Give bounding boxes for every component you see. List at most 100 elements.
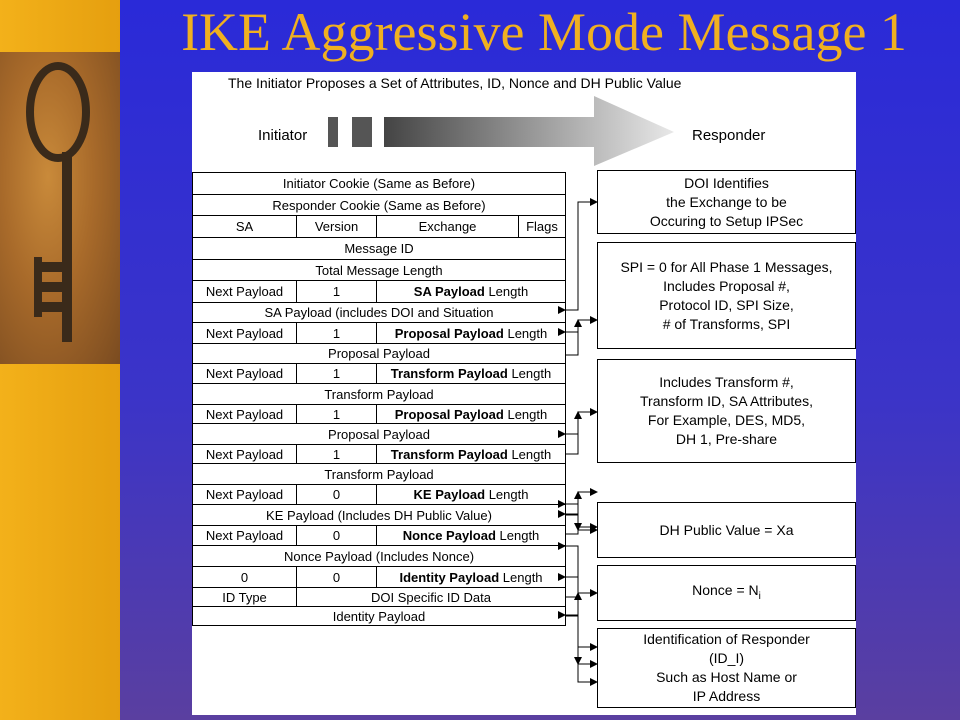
cell-text: Length: [495, 528, 540, 543]
cell-text: 1: [332, 446, 341, 462]
box-line: Includes Transform #,: [659, 374, 794, 390]
connector-arrow: [565, 592, 582, 617]
box-line: Such as Host Name or: [656, 669, 797, 685]
table-cell: Responder Cookie (Same as Before): [192, 194, 566, 216]
cell-text: Proposal Payload: [328, 346, 430, 361]
initiator-label: Initiator: [258, 127, 308, 144]
cell-text: Responder Cookie (Same as Before): [272, 197, 486, 213]
box-line: DOI Identifies: [684, 174, 769, 191]
connector-arrow: [565, 513, 598, 531]
box-line: Includes Proposal #,: [663, 277, 790, 294]
cell-text: Length: [499, 569, 543, 585]
cell-bold-label: Transform Payload: [390, 366, 508, 381]
cell-bold-label: Proposal Payload: [394, 325, 504, 341]
cell-text: Next Payload: [205, 406, 284, 422]
cell-text: DOI Specific ID Data: [371, 589, 491, 605]
cell-text: Length: [503, 325, 548, 341]
cell-text: Initiator Cookie (Same as Before): [282, 176, 476, 191]
connector-arrow: [565, 319, 582, 356]
cell-text: Transform Payload: [324, 386, 434, 402]
cell-text: Length: [507, 366, 552, 381]
cell-text: Flags: [526, 219, 558, 234]
table-cell: Next Payload: [192, 363, 297, 384]
arrow-body: [384, 96, 674, 166]
table-cell: Nonce Payload Length: [376, 525, 566, 546]
table-cell: Message ID: [192, 237, 566, 260]
connector-arrow: [558, 542, 598, 597]
box-line: # of Transforms, SPI: [662, 315, 791, 332]
table-cell: ID Type: [192, 587, 297, 607]
cell-text: 0: [240, 569, 249, 585]
table-cell: Transform Payload Length: [376, 444, 566, 464]
cell-text: SA: [235, 219, 254, 234]
cell-text: Next Payload: [205, 446, 284, 462]
cell-text: 0: [332, 487, 341, 502]
direction-arrow: [328, 96, 674, 166]
table-cell: Next Payload: [192, 322, 297, 344]
table-cell: Proposal Payload Length: [376, 404, 566, 424]
cell-text: Next Payload: [205, 366, 284, 381]
table-cell: Next Payload: [192, 484, 297, 505]
cell-text: Length: [503, 406, 548, 422]
box-line: SPI = 0 for All Phase 1 Messages,: [620, 258, 833, 275]
cell-bold-label: Proposal Payload: [394, 406, 504, 422]
cell-text: 1: [332, 366, 341, 381]
connector-arrow: [558, 611, 598, 686]
cell-bold-label: KE Payload: [413, 487, 486, 502]
table-cell: SA Payload Length: [376, 280, 566, 303]
caption: The Initiator Proposes a Set of Attribut…: [228, 75, 682, 91]
cell-text: Length: [507, 446, 552, 462]
cell-text: Identity Payload: [332, 608, 426, 624]
cell-bold-label: Transform Payload: [390, 446, 508, 462]
table-cell: Next Payload: [192, 404, 297, 424]
cell-bold-label: SA Payload: [413, 284, 485, 299]
cell-text: Proposal Payload: [328, 426, 430, 442]
cell-bold-label: Identity Payload: [399, 569, 500, 585]
box-line: the Exchange to be: [666, 193, 787, 210]
box-line: For Example, DES, MD5,: [647, 412, 806, 428]
table-cell: Transform Payload: [192, 463, 566, 485]
connector-arrows: [558, 198, 598, 686]
diagram-panel: The Initiator Proposes a Set of Attribut…: [192, 72, 856, 715]
connector-arrow: [558, 316, 598, 336]
table-cell: KE Payload (Includes DH Public Value): [192, 504, 566, 526]
connector-arrow: [565, 596, 582, 665]
cell-text: Next Payload: [205, 487, 284, 502]
cell-text: Next Payload: [205, 284, 284, 299]
explanation-box: Includes Transform #, Transform ID, SA At…: [597, 359, 856, 463]
connector-arrow: [565, 491, 582, 535]
cell-text: ID Type: [222, 589, 267, 605]
cell-text: 1: [332, 325, 341, 341]
explanation-box: DH Public Value = Xa: [597, 502, 856, 558]
table-cell: Transform Payload Length: [376, 363, 566, 384]
cell-text: Total Message Length: [315, 262, 443, 278]
connector-arrow: [558, 488, 598, 518]
box-line: Occuring to Setup IPSec: [649, 212, 804, 229]
cell-text: Version: [314, 219, 359, 234]
cell-text: Transform Payload: [324, 466, 434, 482]
key-photo: [0, 52, 120, 364]
connector-arrow: [558, 500, 598, 534]
cell-text: 0: [332, 528, 341, 543]
cell-text: KE Payload (Includes DH Public Value): [266, 507, 492, 523]
slide-title: IKE Aggressive Mode Message 1: [181, 2, 907, 62]
explanation-box: SPI = 0 for All Phase 1 Messages, Include…: [597, 242, 856, 349]
connector-arrow: [565, 614, 598, 651]
box-line: Transform ID, SA Attributes,: [640, 393, 813, 409]
connector-arrow: [565, 411, 582, 455]
arrow-bar-2: [352, 117, 372, 147]
box-subscript: i: [758, 590, 761, 602]
table-cell: SA: [192, 215, 297, 238]
connector-arrow: [558, 198, 598, 314]
table-cell: SA Payload (includes DOI and Situation: [192, 302, 566, 323]
box-line: IP Address: [692, 688, 761, 704]
cell-text: Nonce Payload (Includes Nonce): [283, 548, 475, 564]
cell-text: Length: [484, 284, 529, 299]
responder-label: Responder: [692, 127, 766, 144]
cell-text: Message ID: [344, 241, 414, 256]
box-line: Protocol ID, SPI Size,: [659, 296, 794, 313]
connector-arrow: [558, 573, 598, 668]
key-icon: [26, 62, 90, 342]
connector-arrow: [558, 408, 598, 438]
box-line: DH Public Value = Xa: [659, 521, 794, 538]
